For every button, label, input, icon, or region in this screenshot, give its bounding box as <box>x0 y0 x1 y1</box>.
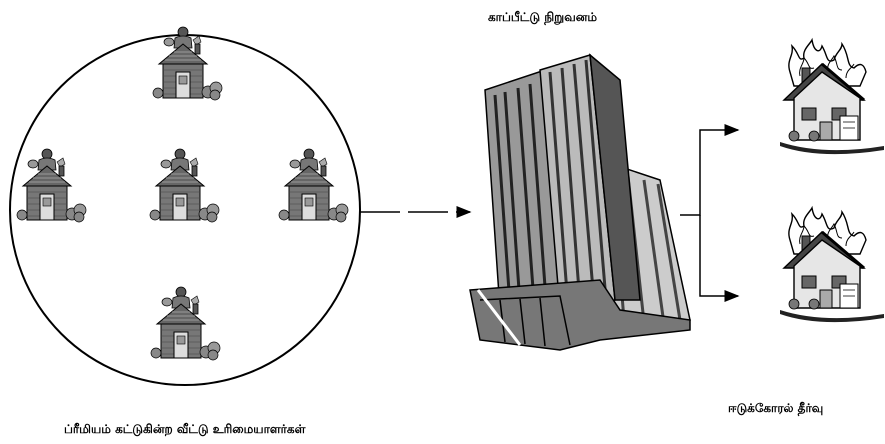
company-label: காப்பீட்டு நிறுவனம் <box>488 10 597 24</box>
burning-house-icon <box>778 38 885 156</box>
claims-branch-arrows <box>680 124 740 302</box>
office-tower-icon <box>469 53 691 351</box>
claims-label: ஈடுக்கோரல் தீர்வு <box>728 401 824 415</box>
burning-house-icon <box>778 206 885 324</box>
policyholders-label: ப்ரீமியம் கட்டுகின்ற வீட்டு உரிமையாளர்கள… <box>64 422 306 436</box>
